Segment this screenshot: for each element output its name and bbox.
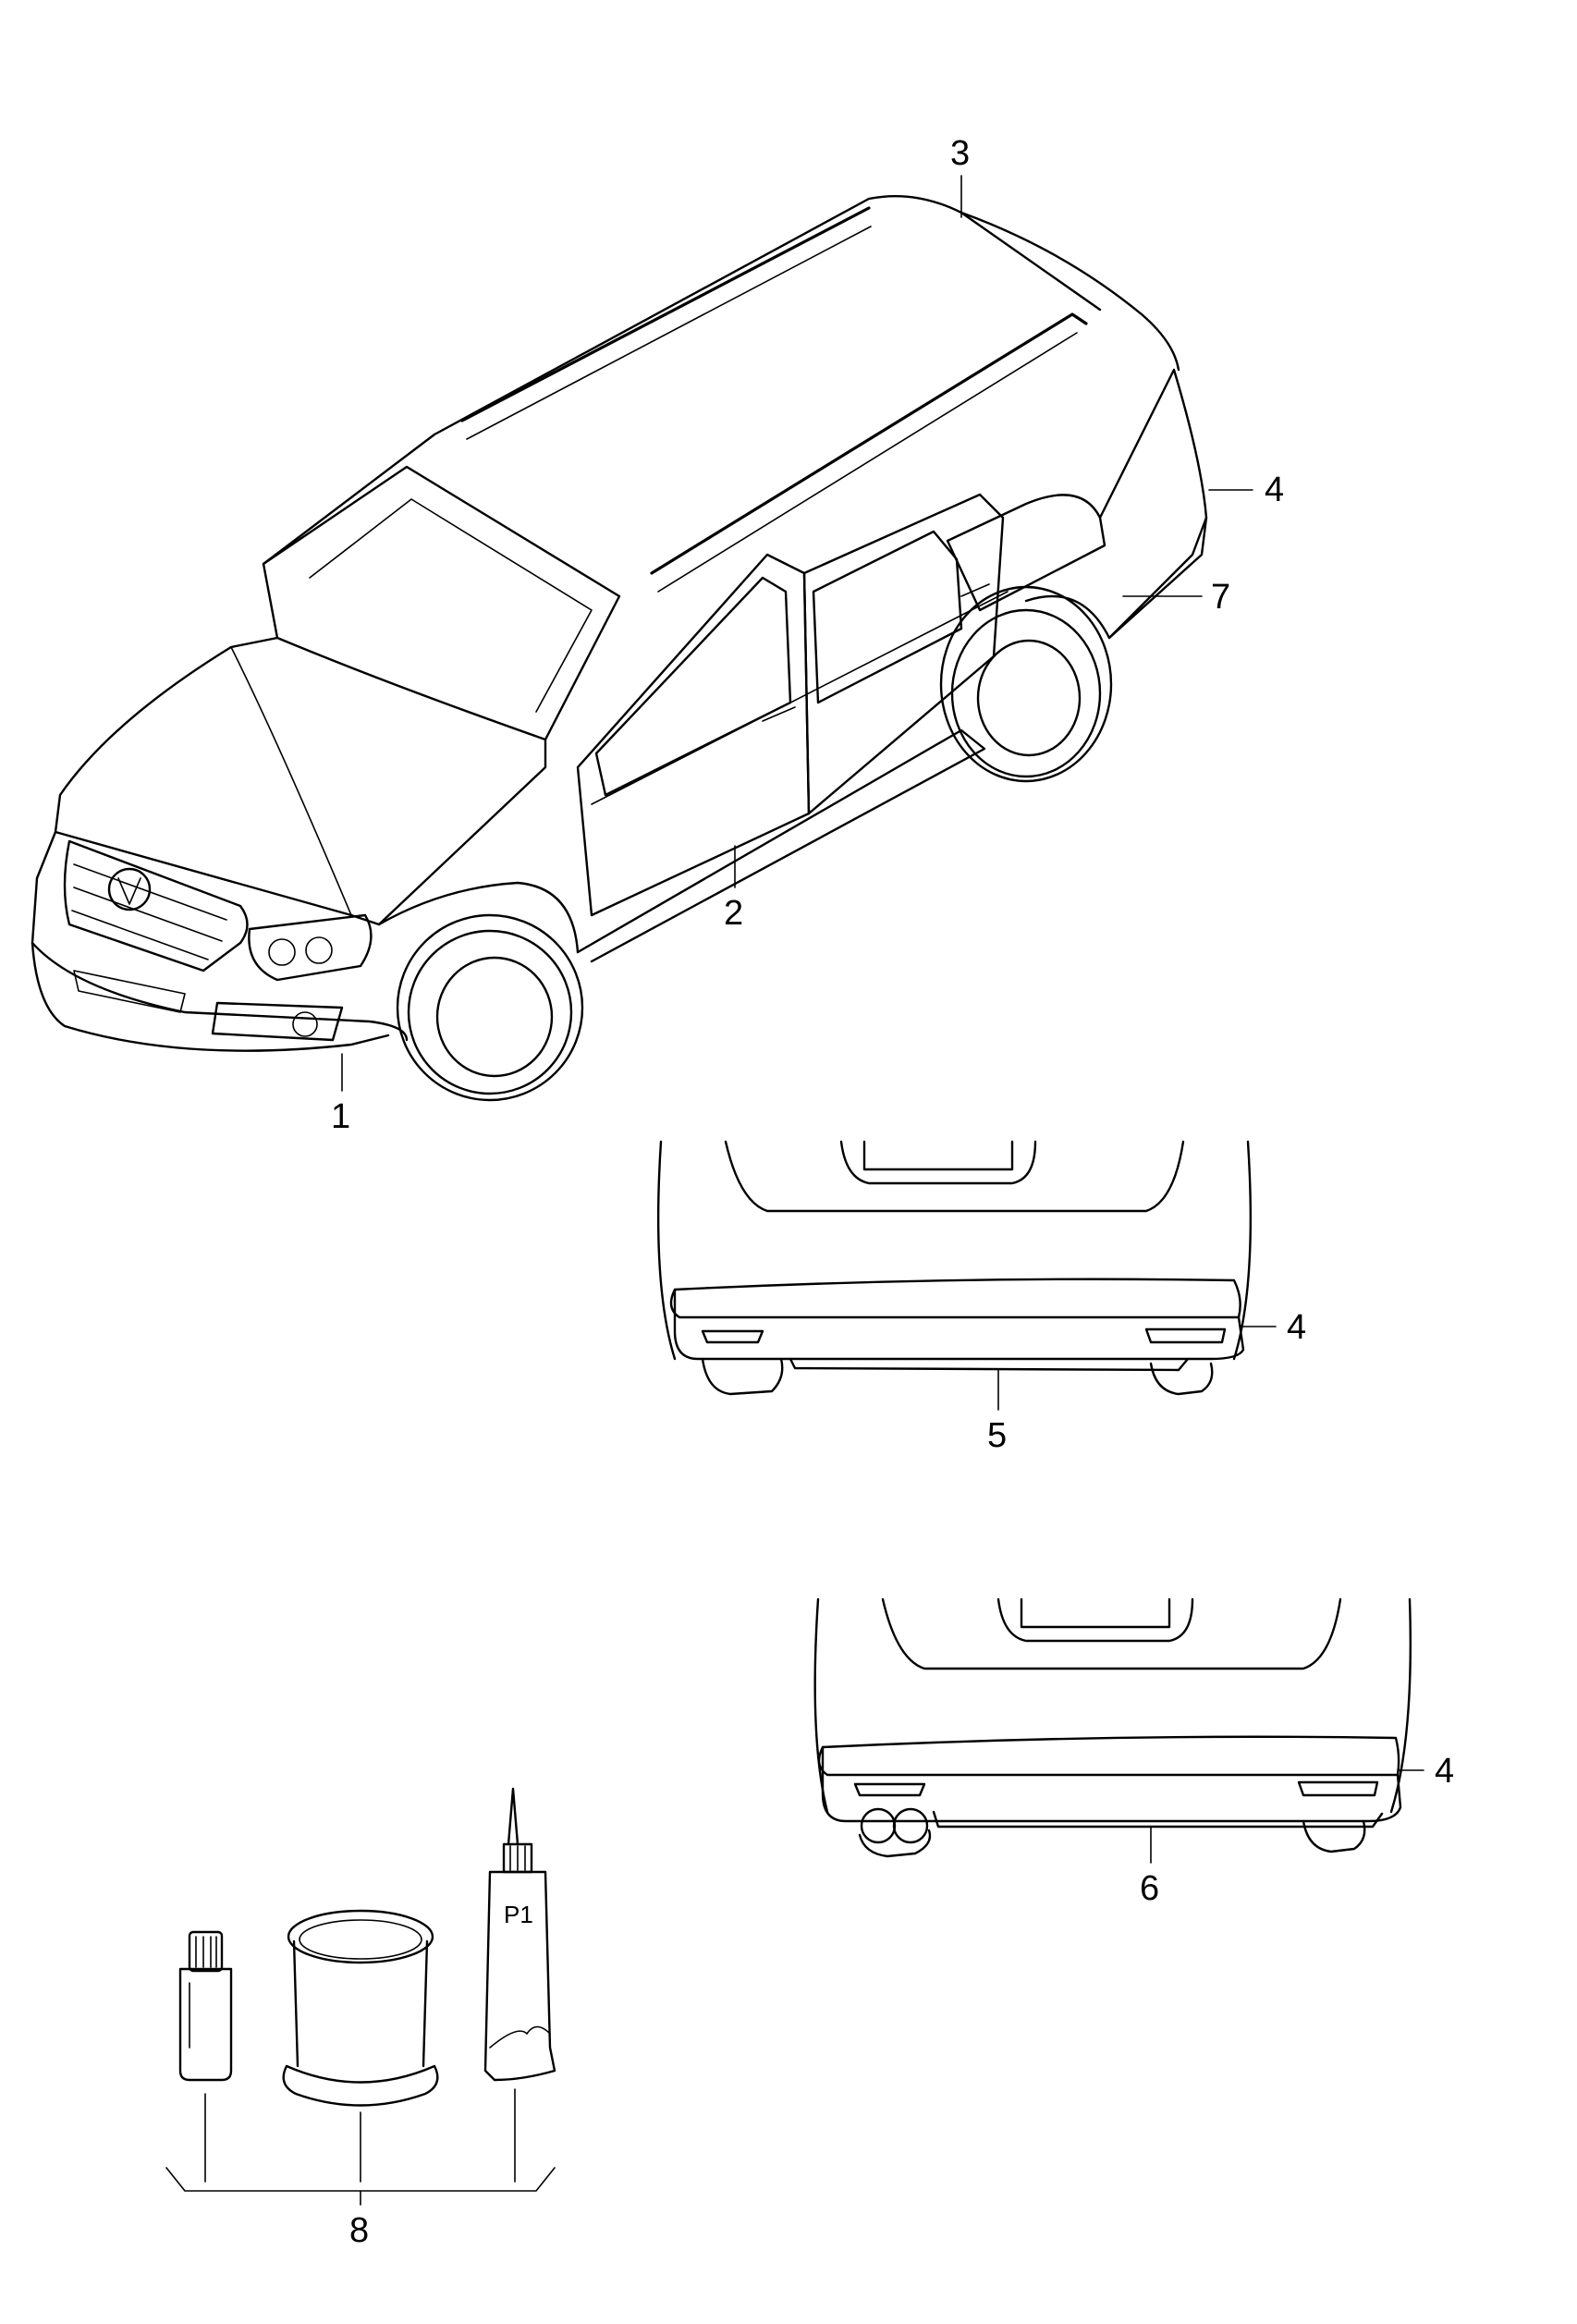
callout-4-rear-b: 4 — [1435, 1752, 1454, 1791]
grille-slat-2 — [73, 887, 223, 942]
tube-nozzle — [507, 1787, 520, 1846]
rear-door-window — [812, 530, 963, 704]
front-tire — [407, 929, 573, 1095]
paint-kit-items: P1 — [165, 1787, 556, 2206]
headlight — [248, 913, 373, 982]
rear-b-diffuser — [932, 1810, 1384, 1829]
hood — [54, 636, 547, 926]
tube-cap-ridges — [509, 1845, 526, 1871]
vw-emblem — [107, 867, 152, 911]
tin-lid-inner — [299, 1919, 422, 1960]
fog-light — [292, 1011, 318, 1037]
callout-2: 2 — [724, 894, 743, 933]
front-door-window — [594, 576, 792, 797]
headlight-lens-1 — [268, 938, 296, 966]
callout-7: 7 — [1211, 578, 1230, 617]
rear-door — [802, 493, 1005, 815]
car-illustration — [31, 194, 1208, 1102]
rear-bumper-side — [1107, 516, 1208, 640]
tin-base — [282, 2064, 439, 2107]
rear-b-bumper-top — [821, 1735, 1400, 1777]
front-wheel-arch — [396, 913, 584, 1102]
callout-4-car: 4 — [1265, 471, 1284, 509]
callout-8: 8 — [349, 2211, 369, 2250]
rear-b-tire-left — [858, 1829, 932, 1858]
rear-b-bumper — [817, 1745, 1402, 1823]
tube-crimp — [489, 2025, 551, 2049]
front-fender — [377, 881, 580, 954]
rear-b-tire-right — [1302, 1819, 1366, 1853]
hood-crease — [230, 646, 352, 916]
car-roof — [433, 194, 1102, 436]
car-roof-front-edge — [262, 433, 436, 566]
callout-4-rear-a: 4 — [1287, 1308, 1306, 1347]
roof-rail-far — [460, 206, 871, 422]
rear-a-tire-left — [701, 1357, 784, 1396]
callout-3: 3 — [950, 134, 970, 173]
rear-view-b — [813, 1597, 1412, 1858]
rear-view-a — [656, 1140, 1253, 1396]
side-beltline — [591, 591, 1009, 805]
fog-light-housing — [211, 1001, 344, 1042]
rear-a-bumper-top — [673, 1278, 1241, 1319]
front-face — [31, 830, 390, 1052]
rear-a-body-right — [1232, 1140, 1253, 1361]
rear-wheel-arch — [939, 585, 1113, 783]
callout-1: 1 — [331, 1097, 350, 1136]
roof-spoiler — [960, 211, 1180, 372]
rear-a-body-left — [656, 1140, 677, 1361]
lower-intake — [73, 970, 186, 1013]
rear-a-tailgate — [724, 1140, 1185, 1213]
tin-lid-top — [287, 1909, 434, 1964]
vw-emblem-inner — [117, 877, 141, 905]
rear-a-tire-right — [1149, 1362, 1214, 1396]
tube-body — [483, 1870, 556, 2082]
tube-label: P1 — [504, 1901, 533, 1928]
rear-a-plate-inner — [862, 1140, 1014, 1171]
bottle-cap-ridges — [195, 1936, 217, 1968]
rear-quarter — [1024, 368, 1208, 640]
exhaust-tip-left — [860, 1807, 897, 1844]
bottle-cap — [188, 1930, 224, 1973]
callout-5: 5 — [987, 1416, 1007, 1455]
door-handle-rear — [960, 583, 990, 597]
rear-a-reflector-left — [701, 1329, 764, 1344]
headlight-lens-2 — [305, 936, 333, 964]
rear-a-bumper — [669, 1288, 1245, 1361]
grille-slat-3 — [71, 910, 209, 960]
rear-b-plate-recess — [996, 1597, 1194, 1643]
rear-b-body-left — [813, 1597, 829, 1814]
rear-a-diffuser — [788, 1357, 1190, 1372]
door-handle-front — [762, 706, 796, 722]
rear-a-plate-recess — [839, 1140, 1037, 1185]
callout-labels: 1 2 3 4 7 4 5 4 6 8 — [331, 134, 1454, 2250]
bottle-body — [178, 1967, 233, 2082]
side-skirt — [576, 728, 986, 963]
roof-rail-near-lower — [657, 332, 1078, 593]
rear-a-reflector-right — [1144, 1327, 1227, 1344]
tin-body — [292, 1939, 429, 2068]
roof-rail-far-lower — [466, 226, 872, 440]
windshield — [262, 465, 621, 741]
rear-tire — [950, 608, 1102, 778]
rear-b-reflector-left — [853, 1782, 926, 1797]
rear-b-reflector-right — [1297, 1780, 1379, 1797]
rear-b-plate-inner — [1020, 1597, 1171, 1629]
roof-rail-near — [650, 312, 1088, 575]
front-rim — [435, 956, 554, 1078]
quarter-window — [946, 494, 1106, 612]
grille — [63, 839, 249, 972]
rear-b-tailgate — [881, 1597, 1342, 1670]
windshield-inner — [309, 498, 593, 713]
rear-rim — [976, 639, 1082, 757]
exhaust-tip-right — [892, 1807, 929, 1844]
rear-b-body-right — [1389, 1597, 1412, 1814]
leader-lines — [341, 175, 1424, 1864]
callout-6: 6 — [1140, 1869, 1159, 1908]
